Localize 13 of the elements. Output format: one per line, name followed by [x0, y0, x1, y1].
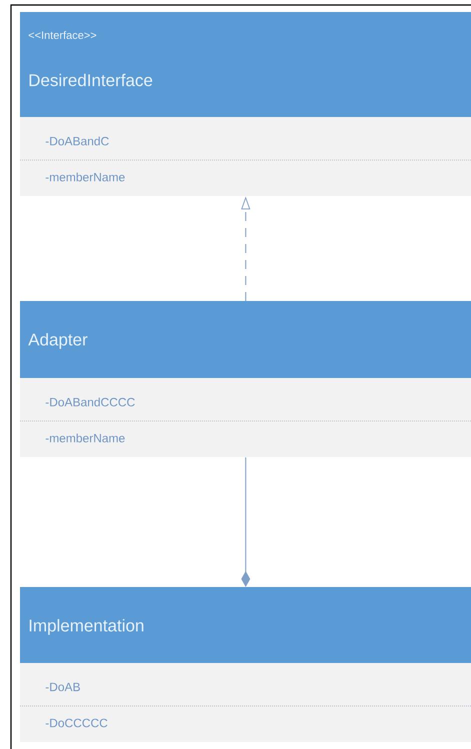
member-text: -DoABandC	[46, 136, 109, 146]
member-text: -DoCCCCC	[46, 718, 108, 728]
class-box	[20, 587, 471, 742]
class-box	[20, 301, 471, 457]
class-name: DesiredInterface	[30, 74, 152, 86]
member-text: -DoABandCCCC	[46, 398, 135, 406]
class-name: Adapter	[28, 333, 88, 349]
class-box	[20, 12, 471, 196]
member-text: -DoAB	[46, 682, 80, 692]
stereotype-label: <<Interface>>	[28, 30, 96, 40]
class-name: Implementation	[30, 619, 144, 635]
member-text: -memberName	[46, 172, 125, 182]
member-text: -memberName	[46, 434, 125, 442]
